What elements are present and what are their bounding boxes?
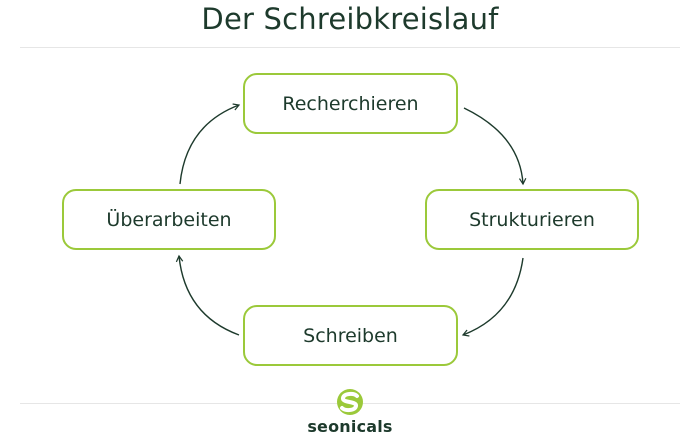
node-schreiben-label: Schreiben: [303, 324, 398, 347]
node-ueberarbeiten-label: Überarbeiten: [106, 208, 232, 231]
node-recherchieren: Recherchieren: [243, 73, 458, 134]
page-title: Der Schreibkreislauf: [201, 2, 499, 36]
node-strukturieren: Strukturieren: [425, 189, 639, 250]
arrow-strukturieren-to-schreiben: [461, 257, 524, 337]
node-recherchieren-label: Recherchieren: [282, 92, 419, 115]
logo-wordmark: seonicals: [307, 417, 393, 436]
node-schreiben: Schreiben: [243, 305, 458, 366]
s-logo-icon: [337, 389, 363, 415]
seonicals-logo: seonicals: [300, 388, 400, 438]
top-divider: [20, 47, 680, 48]
arrow-schreiben-to-ueberarbeiten: [175, 254, 240, 336]
arrow-recherchieren-to-strukturieren: [463, 107, 527, 186]
arrow-ueberarbeiten-to-recherchieren: [179, 103, 241, 185]
node-ueberarbeiten: Überarbeiten: [62, 189, 276, 250]
node-strukturieren-label: Strukturieren: [469, 208, 595, 231]
